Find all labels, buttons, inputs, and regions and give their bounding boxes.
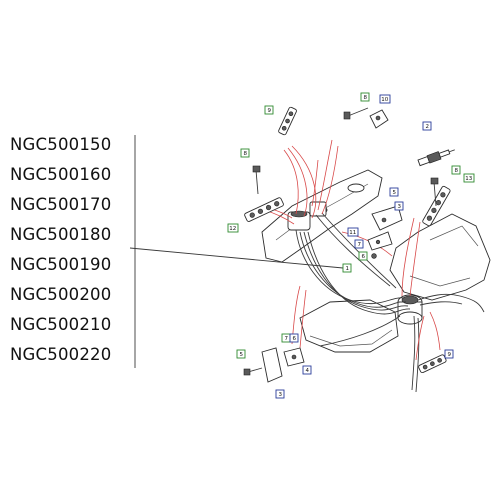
callout-6-upper[interactable]: 6 [358,251,368,261]
bracket-10 [369,109,389,129]
part-number-7: NGC500220 [10,345,111,364]
coil-pack [287,201,327,231]
bracket-5-upper [371,205,403,231]
svg-text:6: 6 [362,254,366,260]
callout-13[interactable]: 13 [463,173,475,183]
callout-8-right[interactable]: 8 [451,165,461,175]
callout-2[interactable]: 2 [422,121,432,131]
bolt-8-left [252,165,261,195]
callout-4[interactable]: 4 [302,365,312,375]
part-number-3: NGC500180 [10,225,111,244]
bolt-8-right [430,177,439,207]
part-number-0: NGC500150 [10,135,111,154]
callout-7-upper[interactable]: 7 [354,239,364,249]
callout-1[interactable]: 1 [342,263,352,273]
callout-5-upper[interactable]: 5 [389,187,399,197]
callout-9-bottom[interactable]: 9 [444,349,454,359]
svg-text:8: 8 [455,168,459,174]
svg-text:8: 8 [364,95,368,101]
bracket-11 [367,231,393,259]
svg-text:5: 5 [240,352,244,358]
svg-text:2: 2 [426,124,430,130]
callout-9-top[interactable]: 9 [264,105,274,115]
bolt-8-top [343,107,369,120]
leader-line [129,247,344,269]
svg-text:7: 7 [358,242,362,248]
lead-holder-13 [422,185,451,227]
part-number-6: NGC500210 [10,315,111,334]
svg-text:9: 9 [268,108,272,114]
svg-text:1: 1 [346,266,350,272]
svg-text:6: 6 [293,336,297,342]
svg-text:12: 12 [229,226,236,232]
part-number-4: NGC500190 [10,255,111,274]
callout-7-lower[interactable]: 7 [281,333,291,343]
callout-3-lower[interactable]: 3 [275,389,285,399]
svg-text:10: 10 [381,97,388,103]
callout-10[interactable]: 10 [379,94,391,104]
part-number-2: NGC500170 [10,195,111,214]
callout-3-upper[interactable]: 3 [394,201,404,211]
spark-plug [417,149,455,167]
ignition-leads [295,212,485,393]
part-number-5: NGC500200 [10,285,111,304]
lead-holder-12 [244,197,284,222]
callout-5-lower[interactable]: 5 [236,349,246,359]
callout-12[interactable]: 12 [227,223,239,233]
svg-text:11: 11 [349,230,356,236]
bracket-lower-left [243,347,305,383]
callout-8-top[interactable]: 8 [360,92,370,102]
callout-8-left[interactable]: 8 [240,148,250,158]
callout-6-lower[interactable]: 6 [289,333,299,343]
svg-text:13: 13 [465,176,472,182]
svg-text:8: 8 [244,151,248,157]
part-number-1: NGC500160 [10,165,111,184]
part-number-list: NGC500150 NGC500160 NGC500170 NGC500180 … [10,135,111,364]
svg-text:5: 5 [393,190,397,196]
svg-text:4: 4 [306,368,310,374]
callout-11[interactable]: 11 [347,227,359,237]
svg-text:7: 7 [285,336,289,342]
plenum-housing [389,213,491,301]
svg-text:3: 3 [398,204,402,210]
lead-holder-9-bottom [418,354,447,374]
svg-text:3: 3 [279,392,283,398]
svg-text:9: 9 [448,352,452,358]
lead-holder-9-top [278,106,297,136]
